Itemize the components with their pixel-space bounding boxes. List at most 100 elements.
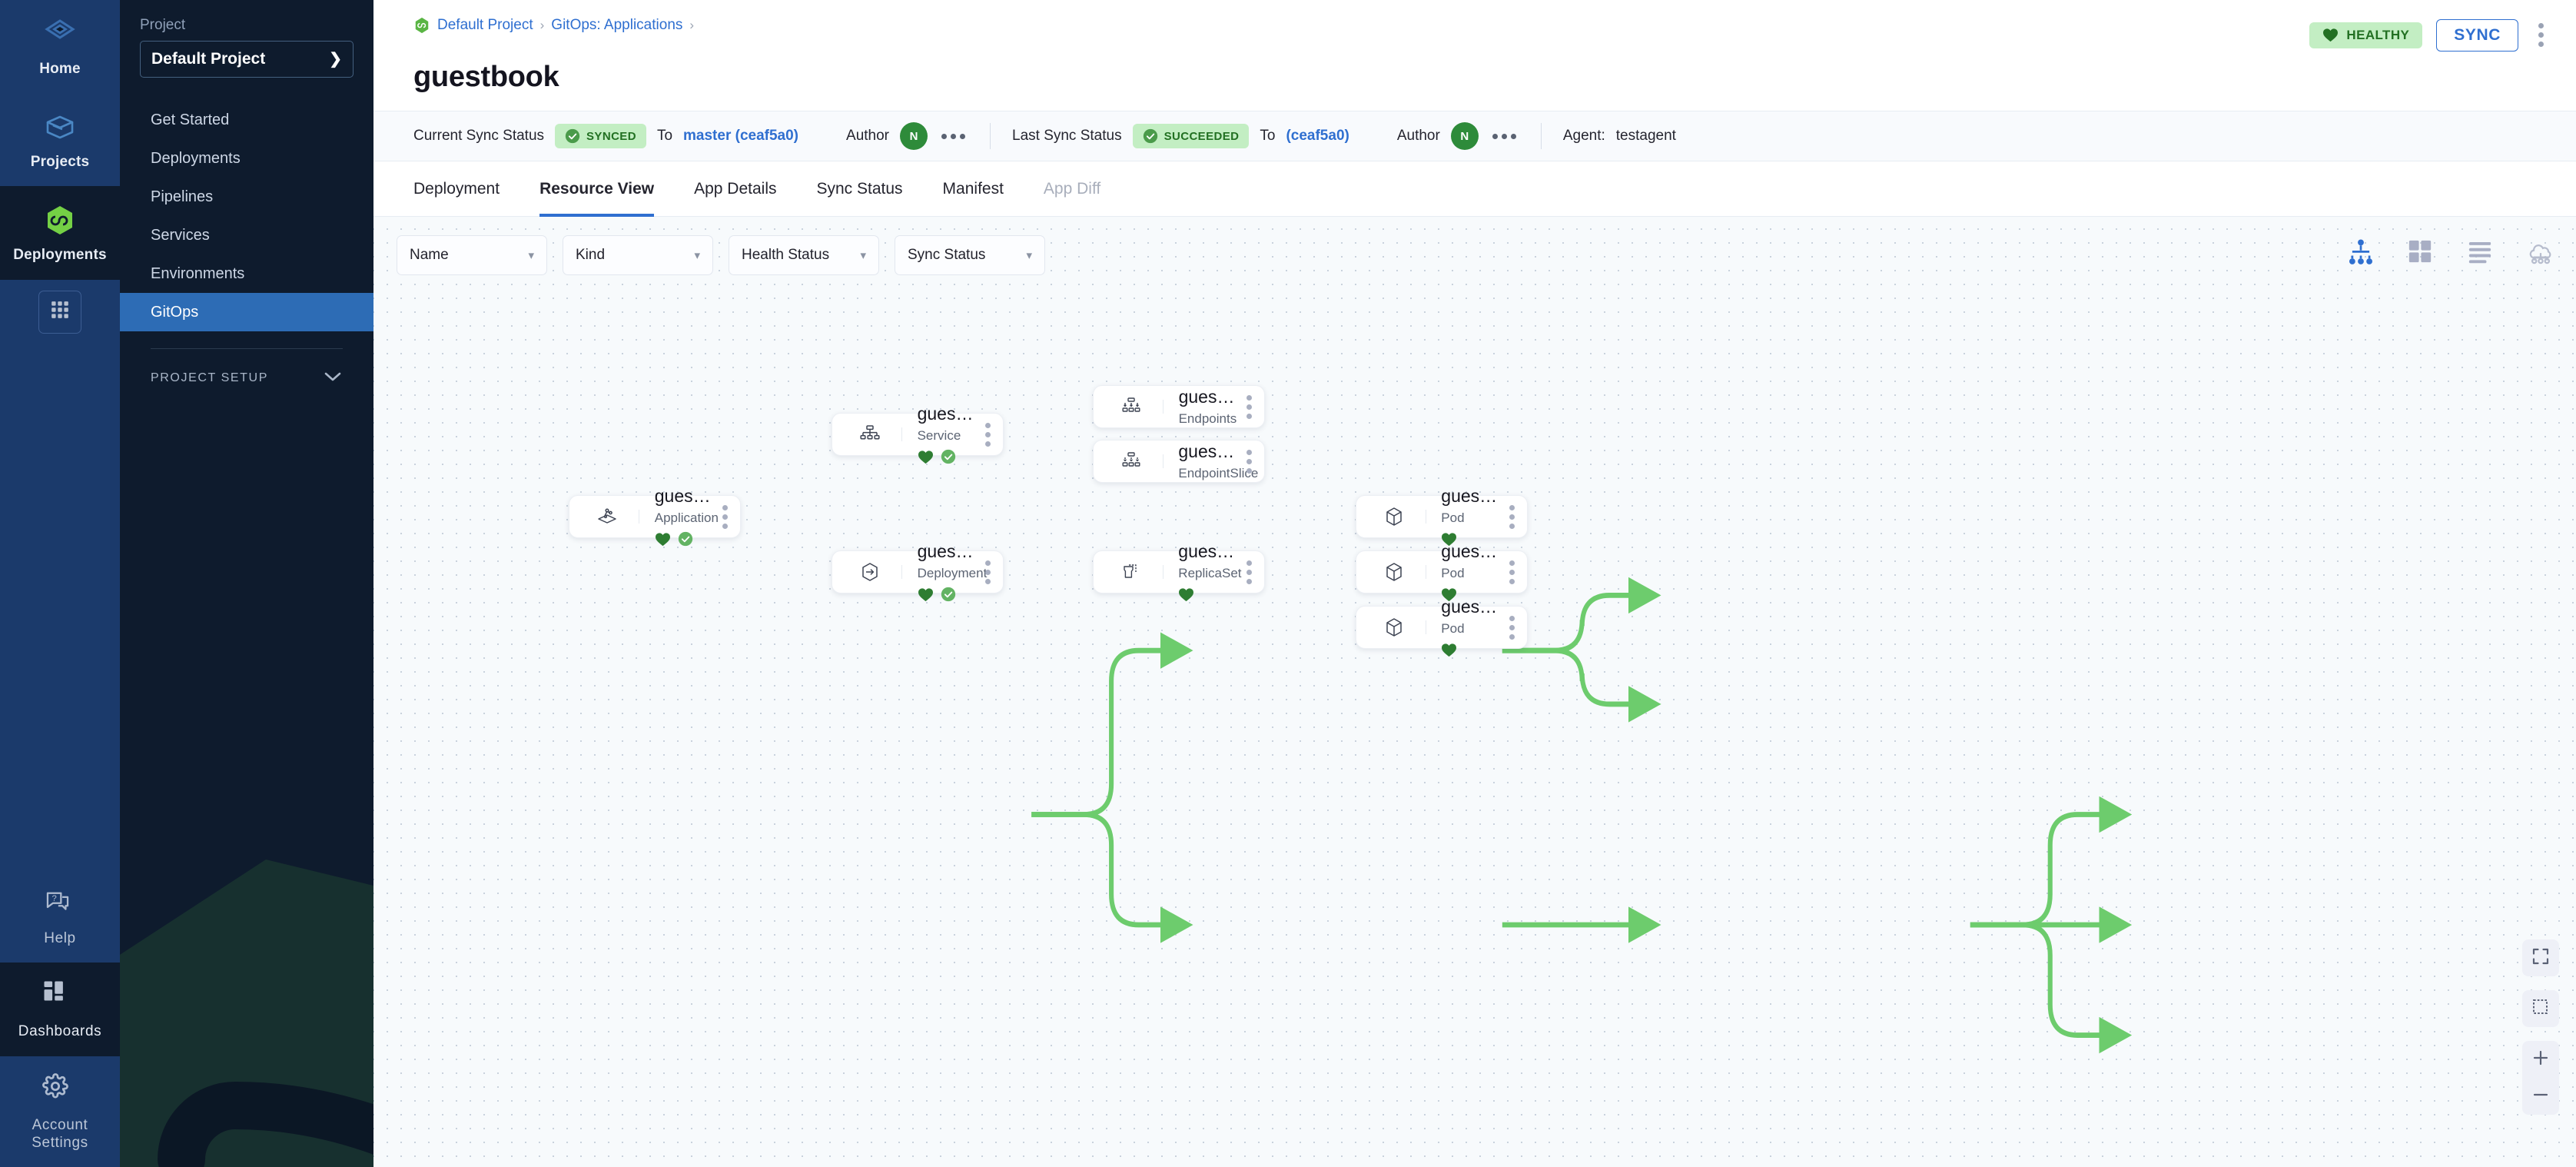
sidebar-item-gitops[interactable]: GitOps <box>120 293 373 331</box>
sidebar-item-get-started[interactable]: Get Started <box>120 101 373 139</box>
select-area-icon <box>2532 999 2549 1019</box>
svg-text:?: ? <box>52 894 57 903</box>
sync-button[interactable]: SYNC <box>2436 18 2518 52</box>
zoom-in-icon <box>2531 1049 2550 1071</box>
tab-manifest[interactable]: Manifest <box>923 161 1024 216</box>
tab-sync-status[interactable]: Sync Status <box>796 161 922 216</box>
filter-health-status-dropdown[interactable]: Health Status ▾ <box>729 235 879 275</box>
graph-node-endpointslice[interactable]: guestbook-ui-ncpmr EndpointSlice <box>1093 440 1265 483</box>
chevron-down-icon: ▾ <box>1026 249 1032 262</box>
tree-view-icon[interactable] <box>2347 238 2375 266</box>
node-overflow-menu-icon[interactable] <box>1247 449 1252 474</box>
rail-item-label: Projects <box>30 154 90 171</box>
current-sync-status-label: Current Sync Status <box>413 128 545 144</box>
current-sync-more-icon[interactable] <box>938 131 968 142</box>
sidebar-item-pipelines[interactable]: Pipelines <box>120 178 373 216</box>
gitops-infinity-icon <box>413 17 430 34</box>
last-sync-status-label: Last Sync Status <box>1012 128 1122 144</box>
node-overflow-menu-icon[interactable] <box>722 504 728 529</box>
node-overflow-menu-icon[interactable] <box>985 422 991 447</box>
chevron-down-icon: ▾ <box>694 249 700 262</box>
node-overflow-menu-icon[interactable] <box>1247 560 1252 584</box>
heart-icon <box>1441 587 1457 602</box>
primary-nav-rail: Home Projects <box>0 0 120 1167</box>
heart-icon <box>655 532 671 547</box>
tab-app-details[interactable]: App Details <box>674 161 796 216</box>
home-diamond-icon <box>42 17 78 52</box>
list-view-icon[interactable] <box>2467 238 2495 266</box>
project-selector[interactable]: Default Project ❯ <box>140 41 354 78</box>
current-sync-status-group: Current Sync Status SYNCED To master (ce… <box>413 122 968 150</box>
graph-node-pod-3[interactable]: guestbook-ui-5b64f6959… Pod <box>1356 597 1528 657</box>
node-body: guestbook-ui Endpoints <box>1179 387 1247 427</box>
filter-sync-status-dropdown[interactable]: Sync Status ▾ <box>895 235 1045 275</box>
tab-deployment[interactable]: Deployment <box>413 161 520 216</box>
check-circle-icon <box>941 587 956 602</box>
zoom-button-group <box>2522 1041 2559 1115</box>
breadcrumb-bar: Default Project › GitOps: Applications ›… <box>373 0 2576 52</box>
last-revision-link[interactable]: (ceaf5a0) <box>1286 128 1349 144</box>
health-status-label: HEALTHY <box>2346 27 2410 42</box>
apps-grid-button[interactable] <box>38 290 81 334</box>
filter-kind-dropdown[interactable]: Kind ▾ <box>563 235 713 275</box>
network-cloud-view-icon[interactable] <box>2527 238 2554 266</box>
breadcrumb-link-gitops-applications[interactable]: GitOps: Applications <box>551 17 683 33</box>
rail-item-account-settings[interactable]: Account Settings <box>0 1056 120 1167</box>
current-revision-link[interactable]: master (ceaf5a0) <box>683 128 799 144</box>
node-overflow-menu-icon[interactable] <box>985 560 991 584</box>
fit-to-screen-button[interactable] <box>2522 939 2559 976</box>
graph-node-pod-1[interactable]: guestbook-ui-5b64f6959… Pod <box>1356 486 1528 546</box>
sidebar-item-services[interactable]: Services <box>120 216 373 254</box>
agent-label: Agent: <box>1562 128 1605 144</box>
rail-item-help[interactable]: ? Help <box>0 869 120 963</box>
node-overflow-menu-icon[interactable] <box>1247 394 1252 419</box>
graph-node-pod-2[interactable]: guestbook-ui-5b64f6959… Pod <box>1356 541 1528 601</box>
sidebar-item-deployments[interactable]: Deployments <box>120 139 373 178</box>
graph-node-replicaset[interactable]: guestbook-ui-5b64f69597 ReplicaSet <box>1093 541 1265 601</box>
node-kind: Application <box>654 510 719 526</box>
node-status-icons <box>918 448 978 465</box>
sidebar-project-setup-group[interactable]: PROJECT SETUP <box>120 357 373 400</box>
zoom-in-button[interactable] <box>2522 1041 2559 1078</box>
project-selector-value: Default Project <box>151 50 266 68</box>
sidebar-content: Project Default Project ❯ Get Started De… <box>120 0 373 400</box>
sidebar-item-environments[interactable]: Environments <box>120 254 373 293</box>
node-overflow-menu-icon[interactable] <box>1509 615 1515 640</box>
service-icon <box>849 424 891 445</box>
page-title: guestbook <box>413 61 559 93</box>
sidebar-item-label: Environments <box>151 264 245 282</box>
node-status-icons <box>1178 586 1239 603</box>
grid-view-icon[interactable] <box>2407 238 2435 266</box>
node-overflow-menu-icon[interactable] <box>1509 504 1515 529</box>
rail-item-projects[interactable]: Projects <box>0 93 120 186</box>
node-title: guestbook-ui <box>917 540 978 561</box>
graph-node-deployment[interactable]: guestbook-ui Deployment <box>832 541 1004 602</box>
graph-node-application[interactable]: guestbook Application <box>569 486 741 547</box>
breadcrumb-link-default-project[interactable]: Default Project <box>437 17 533 33</box>
check-circle-icon <box>941 449 956 464</box>
sidebar-project-setup-label: PROJECT SETUP <box>151 371 268 384</box>
graph-node-endpoints[interactable]: guestbook-ui Endpoints <box>1093 385 1265 428</box>
graph-node-service[interactable]: guestbook-ui Service <box>832 404 1004 464</box>
rail-item-dashboards[interactable]: Dashboards <box>0 963 120 1056</box>
node-status-icons <box>1441 586 1502 603</box>
rail-top-group: Home Projects <box>0 0 120 347</box>
breadcrumb-separator-icon: › <box>539 18 545 32</box>
zoom-out-button[interactable] <box>2522 1078 2559 1115</box>
rail-item-deployments[interactable]: Deployments <box>0 186 120 280</box>
tab-resource-view[interactable]: Resource View <box>520 161 674 217</box>
header-overflow-menu-icon[interactable] <box>2532 18 2550 52</box>
node-overflow-menu-icon[interactable] <box>1509 560 1515 584</box>
last-sync-more-icon[interactable] <box>1489 131 1519 142</box>
graph-edges <box>1031 577 2133 1054</box>
gear-icon <box>42 1072 78 1109</box>
select-area-button[interactable] <box>2522 990 2559 1027</box>
filter-name-dropdown[interactable]: Name ▾ <box>397 235 547 275</box>
node-title: guestbook-ui-ncpmr <box>1178 441 1239 461</box>
agent-value: testagent <box>1615 128 1676 144</box>
resource-graph-canvas[interactable]: Name ▾ Kind ▾ Health Status ▾ Sync Statu… <box>373 217 2576 1167</box>
rail-item-home[interactable]: Home <box>0 0 120 93</box>
canvas-controls <box>2522 939 2559 1115</box>
avatar: N <box>900 122 928 150</box>
